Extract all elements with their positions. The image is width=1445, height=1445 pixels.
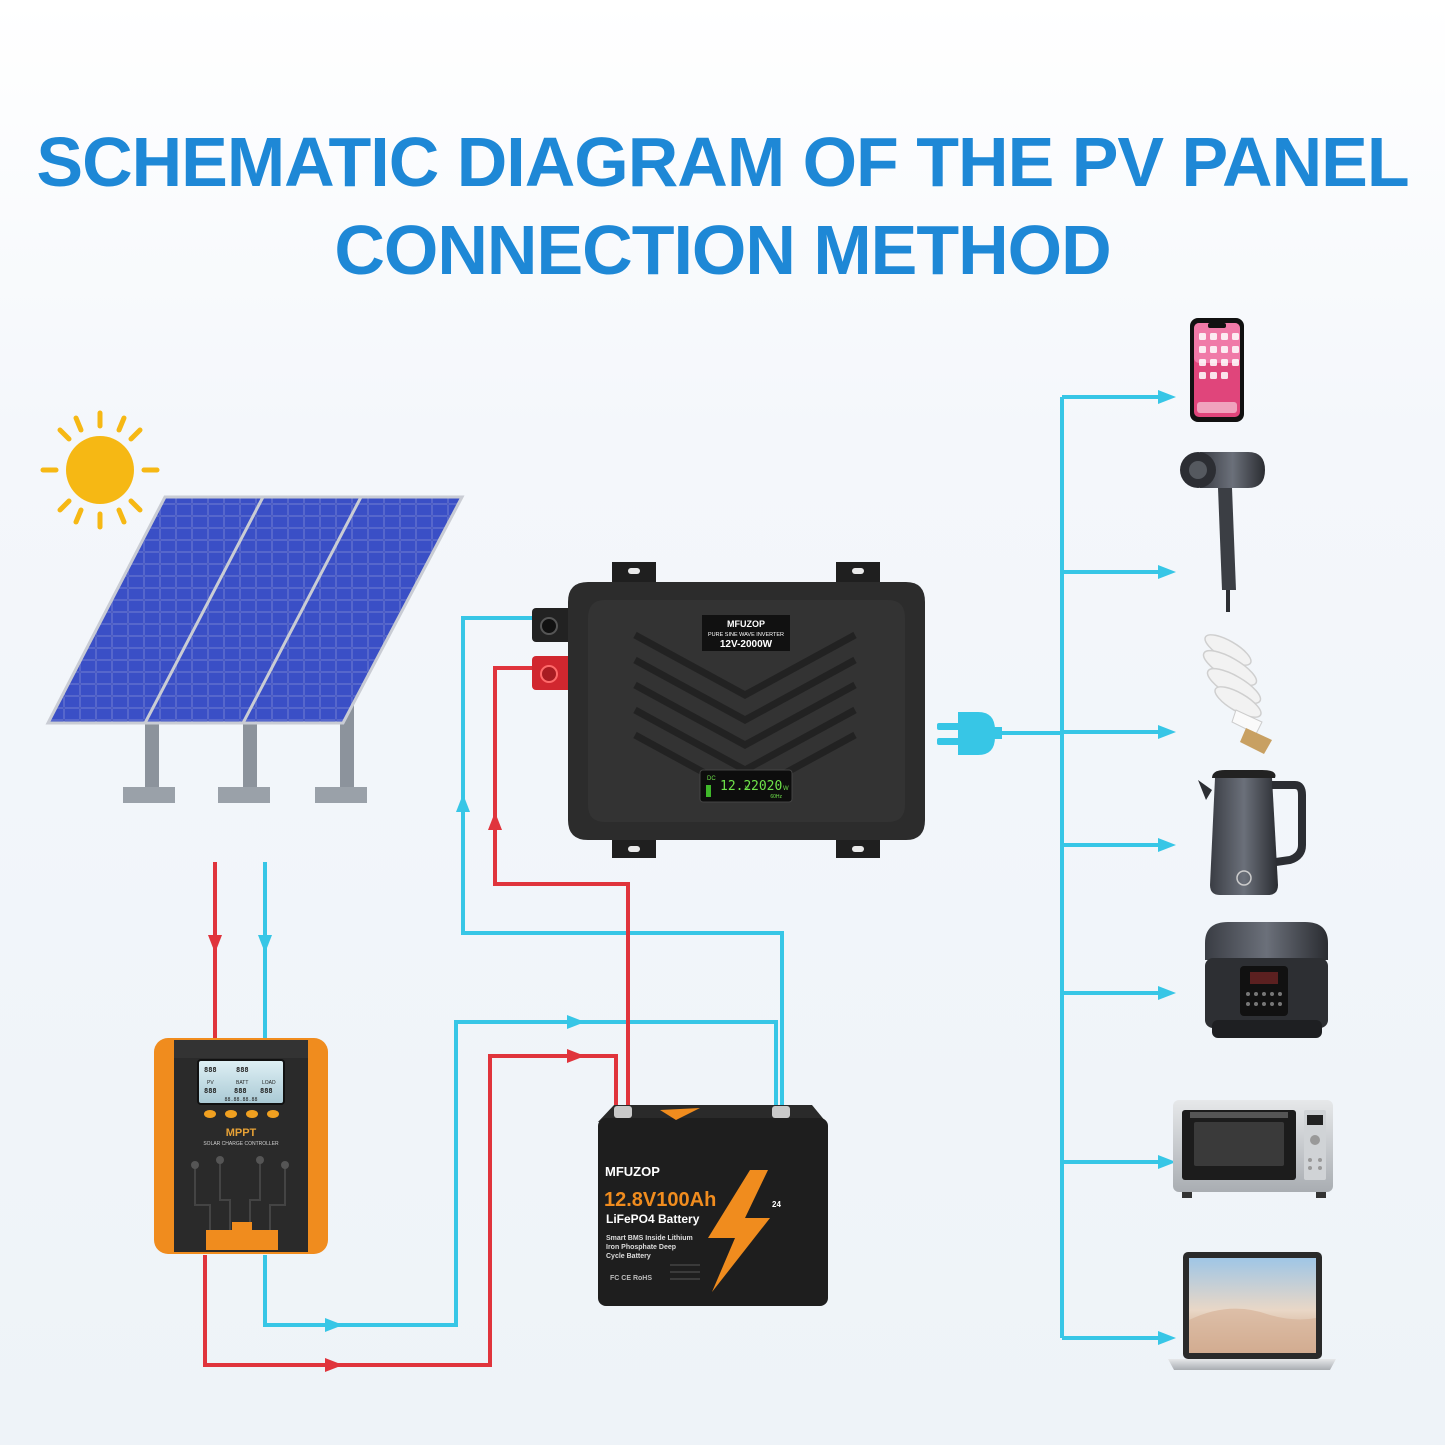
wire-battery-inverter-positive bbox=[493, 666, 630, 1110]
smartphone-icon bbox=[1190, 318, 1244, 422]
solar-panel-3 bbox=[240, 495, 465, 725]
lcd-pv-value: 888 bbox=[204, 1087, 217, 1095]
display-watt-unit: W bbox=[783, 786, 789, 792]
lcd-batt-label: BATT bbox=[236, 1080, 248, 1086]
display-wattage: 2020 bbox=[751, 779, 782, 794]
sun-icon bbox=[40, 410, 160, 530]
wire-controller-battery-positive bbox=[203, 1054, 618, 1367]
inverter-subtitle: PURE SINE WAVE INVERTER bbox=[708, 632, 784, 638]
controller-brand: MPPT bbox=[226, 1127, 257, 1139]
wire-output-branches bbox=[1062, 395, 1165, 1340]
display-dc: DC bbox=[707, 776, 716, 782]
inverter-brand: MFUZOP bbox=[727, 619, 765, 629]
lcd-load-label: LOAD bbox=[262, 1080, 276, 1086]
battery-negative-terminal bbox=[772, 1106, 790, 1118]
battery-desc-3: Cycle Battery bbox=[606, 1253, 651, 1260]
battery-capacity: 12.8V100Ah bbox=[604, 1189, 716, 1211]
solar-panel-array bbox=[45, 495, 465, 803]
laptop-icon bbox=[1168, 1252, 1336, 1370]
display-voltage: 12.2 bbox=[720, 779, 751, 794]
page-title: SCHEMATIC DIAGRAM OF THE PV PANEL CONNEC… bbox=[0, 118, 1445, 294]
battery-desc-2: Iron Phosphate Deep bbox=[606, 1244, 676, 1251]
lcd-batt-value: 888 bbox=[234, 1087, 247, 1095]
lcd-pv-label: PV bbox=[207, 1080, 214, 1086]
plug-icon bbox=[937, 712, 1002, 755]
flow-arrows bbox=[208, 390, 1176, 1372]
wire-controller-battery-negative bbox=[263, 1020, 778, 1327]
controller-buttons bbox=[204, 1110, 279, 1118]
inverter: MFUZOP PURE SINE WAVE INVERTER 12V-2000W… bbox=[532, 562, 925, 858]
lightning-bolt-icon bbox=[708, 1170, 770, 1292]
lifepo4-battery: MFUZOP 12.8V100Ah LiFePO4 Battery Smart … bbox=[598, 1105, 828, 1306]
lcd-digits-top-2: 888 bbox=[236, 1066, 249, 1074]
title-line-1: SCHEMATIC DIAGRAM OF THE PV PANEL bbox=[36, 123, 1409, 201]
battery-certs: FC CE RoHS bbox=[610, 1275, 652, 1282]
battery-brand: MFUZOP bbox=[605, 1164, 660, 1179]
lcd-load-value: 888 bbox=[260, 1087, 273, 1095]
light-bulb-icon bbox=[1202, 634, 1272, 754]
lcd-bottom-row: 88.88.88.88 bbox=[224, 1097, 257, 1103]
solar-charge-controller: 888 888 PV BATT LOAD 888 888 888 88.88.8… bbox=[154, 1038, 328, 1254]
hair-dryer-icon bbox=[1180, 452, 1265, 612]
lcd-digits-top: 888 bbox=[204, 1066, 217, 1074]
battery-positive-terminal bbox=[614, 1106, 632, 1118]
wire-battery-inverter-negative bbox=[461, 616, 784, 1110]
title-line-2: CONNECTION METHOD bbox=[334, 211, 1111, 289]
battery-desc-1: Smart BMS Inside Lithium bbox=[606, 1235, 693, 1242]
wire-output-trunk bbox=[1000, 397, 1064, 1338]
controller-caption: SOLAR CHARGE CONTROLLER bbox=[203, 1141, 279, 1147]
inverter-model: 12V-2000W bbox=[720, 639, 773, 650]
toaster-oven-icon bbox=[1173, 1100, 1333, 1198]
battery-chemistry: LiFePO4 Battery bbox=[606, 1212, 700, 1226]
battery-badge: 24 bbox=[772, 1200, 781, 1209]
electric-kettle-icon bbox=[1198, 770, 1306, 895]
rice-cooker-icon bbox=[1205, 922, 1328, 1038]
display-volt-unit: V bbox=[745, 786, 749, 792]
display-frequency: 60Hz bbox=[770, 794, 782, 800]
